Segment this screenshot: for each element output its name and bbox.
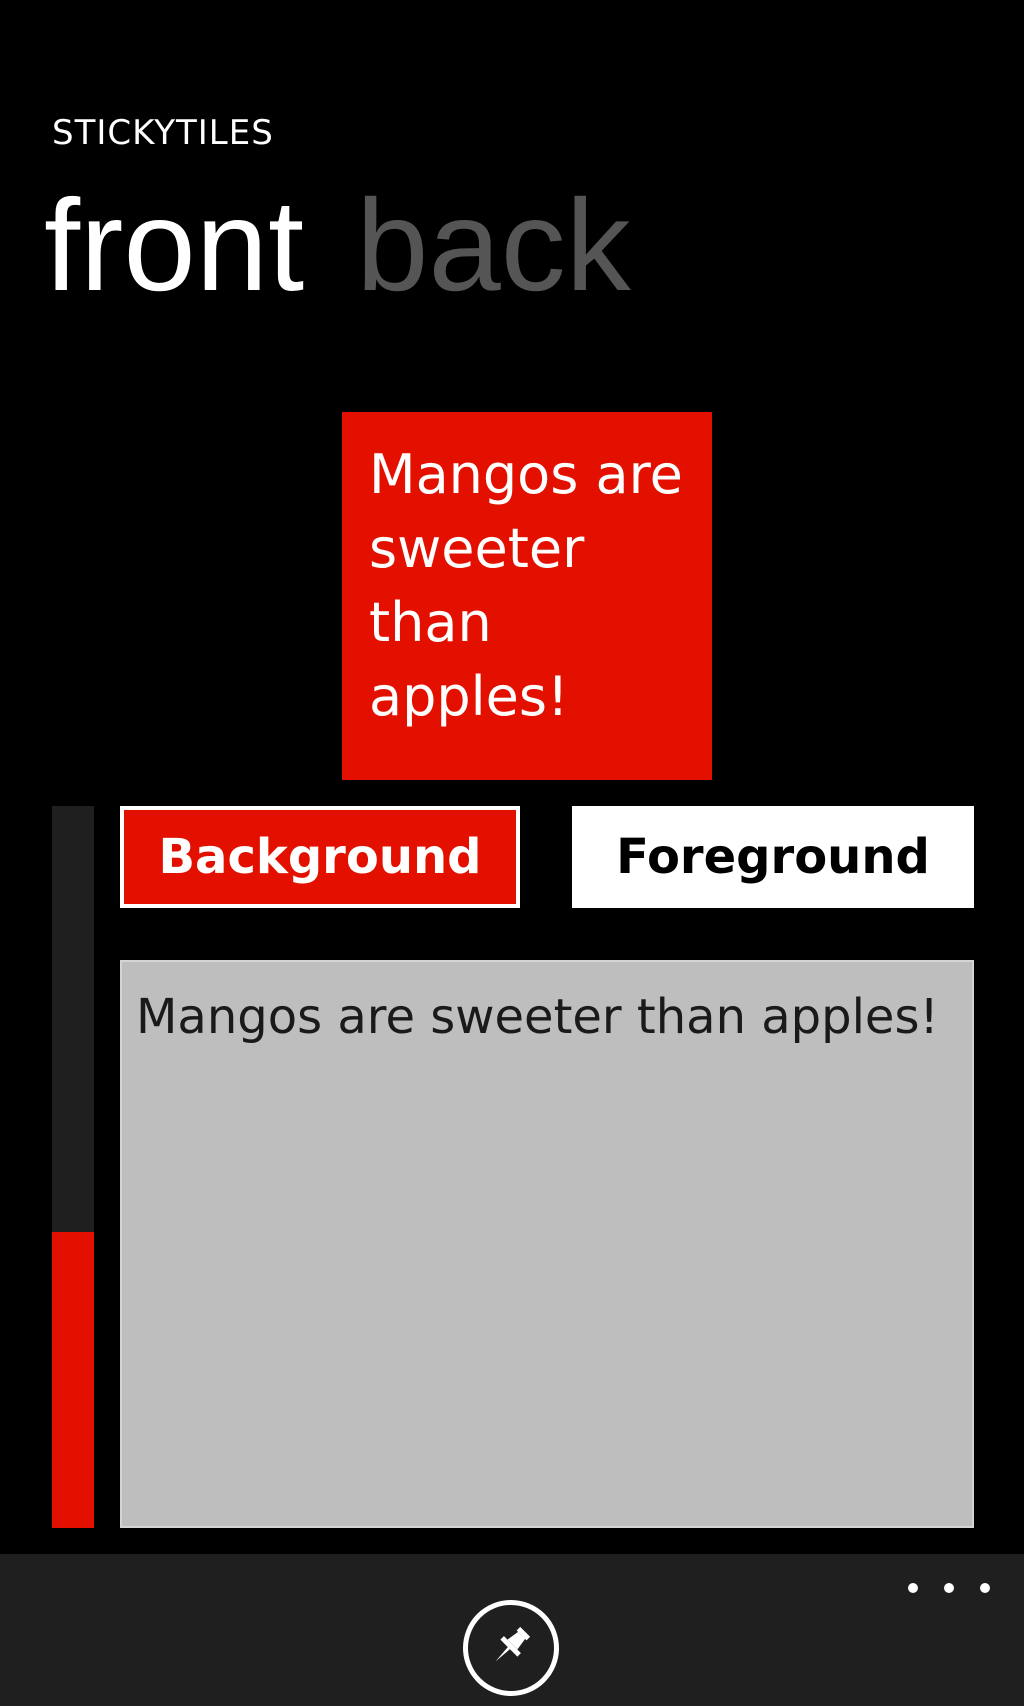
tab-back[interactable]: back (356, 172, 631, 318)
background-button[interactable]: Background (120, 806, 520, 908)
pin-icon (485, 1620, 537, 1676)
background-button-label: Background (158, 829, 482, 885)
tile-preview-text: Mangos are sweeter than apples! (369, 443, 683, 728)
more-button[interactable] (908, 1568, 990, 1608)
ellipsis-icon (908, 1583, 918, 1593)
app-bar (0, 1554, 1024, 1706)
app-title: STICKYTILES (52, 113, 274, 153)
color-slider[interactable] (52, 806, 94, 1528)
color-slider-fill (52, 1231, 94, 1528)
pivot-headers: front back (44, 180, 631, 330)
tile-text-input[interactable]: Mangos are sweeter than apples! (120, 960, 974, 1528)
ellipsis-icon (944, 1583, 954, 1593)
foreground-button-label: Foreground (616, 829, 930, 885)
foreground-button[interactable]: Foreground (572, 806, 974, 908)
pin-button[interactable] (463, 1600, 559, 1696)
tile-preview: Mangos are sweeter than apples! (342, 412, 712, 780)
ellipsis-icon (980, 1583, 990, 1593)
tab-front[interactable]: front (44, 172, 305, 318)
